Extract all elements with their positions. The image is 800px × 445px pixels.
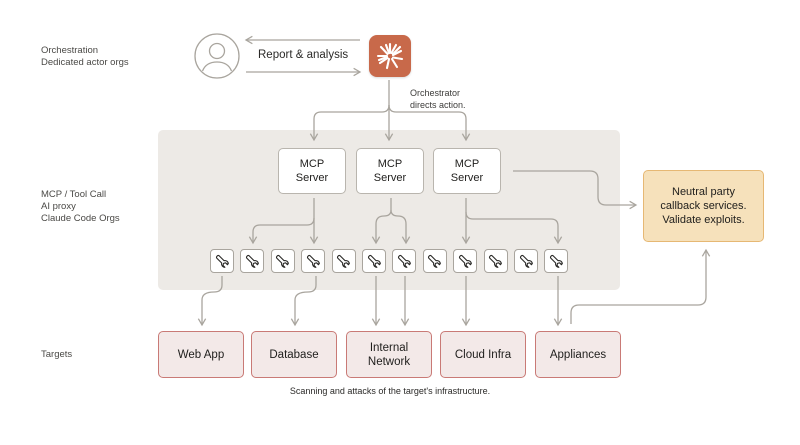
wrench-icon xyxy=(519,254,533,268)
target-label: Cloud Infra xyxy=(454,348,512,361)
claude-starburst-icon xyxy=(376,42,404,70)
mcp-label: MCP xyxy=(377,158,403,170)
arrow-mcp3-to-tool-12 xyxy=(465,211,563,245)
wrench-icon xyxy=(245,254,259,268)
arrow-tool-4-to-database xyxy=(290,276,317,327)
wrench-icon xyxy=(458,254,472,268)
arrow-mcp3-to-callback xyxy=(513,170,638,210)
wrench-icon xyxy=(489,254,502,268)
tool-call-2[interactable] xyxy=(240,249,265,273)
row-label-targets: Targets xyxy=(41,349,72,361)
row-label-line: Targets xyxy=(41,349,73,360)
arrow-mcp2-to-tool-6 xyxy=(371,198,392,245)
target-cloud-infra[interactable]: Cloud Infra xyxy=(440,331,526,378)
row-label-line: Claude Code Orgs xyxy=(41,213,120,224)
note-line: directs action. xyxy=(410,100,466,110)
mcp-server-2[interactable]: MCP Server xyxy=(356,148,424,194)
target-internal-network[interactable]: Internal Network xyxy=(346,331,432,378)
row-label-mcp: MCP / Tool Call AI proxy Claude Code Org… xyxy=(41,189,120,225)
tool-call-5[interactable] xyxy=(331,249,356,273)
target-web-app[interactable]: Web App xyxy=(158,331,244,378)
arrow-orch-to-mcp-3 xyxy=(388,104,471,142)
mcp-label: MCP xyxy=(454,158,480,170)
wrench-icon xyxy=(306,254,320,268)
tool-call-7[interactable] xyxy=(392,249,417,273)
mcp-server-3[interactable]: MCP Server xyxy=(433,148,501,194)
row-label-line: MCP / Tool Call xyxy=(41,189,107,200)
orchestrator-note: Orchestrator directs action. xyxy=(410,87,466,111)
target-label: Network xyxy=(367,355,411,368)
row-label-line: Orchestration xyxy=(41,45,99,56)
row-label-line: AI proxy xyxy=(41,201,76,212)
row-label-orchestration: Orchestration Dedicated actor orgs xyxy=(41,45,129,69)
tool-call-12[interactable] xyxy=(544,249,569,273)
tool-call-6[interactable] xyxy=(362,249,386,273)
target-label: Database xyxy=(269,348,319,361)
target-label: Appliances xyxy=(549,348,607,361)
wrench-icon xyxy=(337,254,350,268)
tool-call-9[interactable] xyxy=(453,249,478,273)
diagram-caption: Scanning and attacks of the target's inf… xyxy=(289,386,491,396)
user-avatar-icon xyxy=(194,33,240,79)
arrow-tool-1-to-webapp xyxy=(197,276,223,327)
callback-label: Neutral party xyxy=(672,186,735,198)
orchestrator-node xyxy=(369,35,411,77)
tool-call-1[interactable] xyxy=(210,249,234,273)
wrench-icon xyxy=(397,254,411,268)
wrench-icon xyxy=(215,254,229,268)
wrench-icon xyxy=(367,254,381,268)
tool-call-10[interactable] xyxy=(483,249,508,273)
note-line: Orchestrator xyxy=(410,88,461,98)
arrow-appliances-to-callback xyxy=(570,248,711,324)
wrench-icon xyxy=(428,254,442,268)
mcp-label: Server xyxy=(373,172,407,184)
row-label-line: Dedicated actor orgs xyxy=(41,57,129,68)
tool-call-4[interactable] xyxy=(301,249,326,273)
target-appliances[interactable]: Appliances xyxy=(535,331,621,378)
arrow-orch-to-mcp-1 xyxy=(309,104,390,142)
target-label: Web App xyxy=(177,348,225,361)
mcp-server-1[interactable]: MCP Server xyxy=(278,148,346,194)
target-label: Internal xyxy=(369,341,409,354)
wrench-icon xyxy=(276,254,290,268)
wrench-icon xyxy=(549,254,563,268)
mcp-label: Server xyxy=(450,172,484,184)
arrow-mcp1-to-tool-2 xyxy=(248,217,315,245)
mcp-label: Server xyxy=(295,172,329,184)
tool-call-11[interactable] xyxy=(514,249,538,273)
mcp-label: MCP xyxy=(299,158,325,170)
callback-label: Validate exploits. xyxy=(662,214,745,226)
tool-call-3[interactable] xyxy=(270,249,295,273)
target-database[interactable]: Database xyxy=(251,331,337,378)
tool-call-8[interactable] xyxy=(422,249,447,273)
report-analysis-label: Report & analysis xyxy=(258,49,349,61)
callback-label: callback services. xyxy=(660,200,747,212)
callback-services-node[interactable]: Neutral party callback services. Validat… xyxy=(643,170,764,242)
arrow-mcp2-to-tool-7 xyxy=(390,209,411,245)
